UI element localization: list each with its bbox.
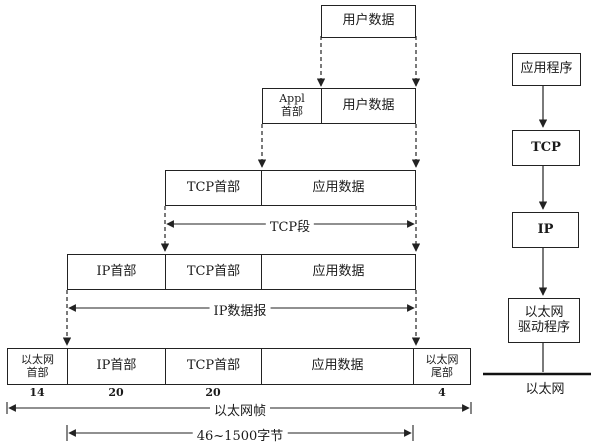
stack-application-box: 应用程序 bbox=[512, 53, 581, 86]
tcp-header-box: TCP首部 bbox=[165, 170, 262, 206]
app-data-box-2: 应用数据 bbox=[261, 254, 416, 290]
payload-range-label: 46~1500字节 bbox=[192, 425, 288, 444]
size-eth-header: 14 bbox=[29, 386, 45, 399]
size-eth-trailer: 4 bbox=[438, 386, 446, 399]
app-data-box: 应用数据 bbox=[261, 170, 416, 206]
appl-header-box: Appl 首部 bbox=[262, 88, 322, 124]
size-tcp-header: 20 bbox=[205, 386, 221, 399]
size-ip-header: 20 bbox=[108, 386, 124, 399]
ip-header-box-2: IP首部 bbox=[67, 348, 166, 385]
tcp-segment-label: TCP段 bbox=[265, 216, 315, 235]
ip-header-box: IP首部 bbox=[67, 254, 166, 290]
stack-ethernet-label: 以太网 bbox=[525, 382, 565, 397]
ip-datagram-label: IP数据报 bbox=[209, 300, 271, 319]
user-data-box: 用户数据 bbox=[321, 5, 416, 38]
stack-driver-box: 以太网 驱动程序 bbox=[508, 298, 580, 343]
eth-frame-label: 以太网帧 bbox=[209, 400, 271, 419]
stack-tcp-box: TCP bbox=[512, 130, 580, 166]
user-data-box-2: 用户数据 bbox=[321, 88, 416, 124]
eth-header-box: 以太网 首部 bbox=[7, 348, 68, 385]
stack-ip-box: IP bbox=[512, 212, 579, 248]
eth-trailer-box: 以太网 尾部 bbox=[413, 348, 471, 385]
app-data-box-3: 应用数据 bbox=[261, 348, 414, 385]
tcp-header-box-2: TCP首部 bbox=[165, 254, 262, 290]
tcp-header-box-3: TCP首部 bbox=[165, 348, 262, 385]
